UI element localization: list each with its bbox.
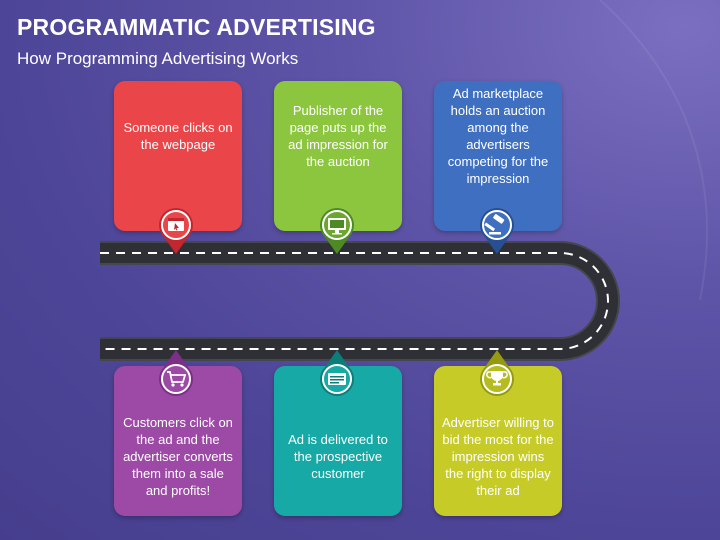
auction-gavel-icon: [477, 204, 517, 256]
shopping-cart-icon: [156, 348, 196, 400]
step-text: Ad marketplace holds an auction among th…: [447, 86, 549, 186]
trophy-icon: [477, 348, 517, 400]
monitor-ad-icon: [317, 204, 357, 256]
page-subtitle: How Programming Advertising Works: [17, 49, 299, 68]
step-card-publisher: Publisher of the page puts up the ad imp…: [274, 81, 402, 231]
step-text: Customers click on the ad and the advert…: [123, 414, 233, 498]
step-text: Publisher of the page puts up the ad imp…: [288, 103, 388, 169]
step-text: Advertiser willing to bid the most for t…: [442, 414, 554, 498]
step-card-auction: Ad marketplace holds an auction among th…: [434, 81, 562, 231]
ad-delivery-icon: [317, 348, 357, 400]
step-card-click-webpage: Someone clicks on the webpage: [114, 81, 242, 231]
step-card-winner: Advertiser willing to bid the most for t…: [434, 366, 562, 516]
clicked-webpage-icon: [156, 204, 196, 256]
step-card-conversion: Customers click on the ad and the advert…: [114, 366, 242, 516]
page-title: PROGRAMMATIC ADVERTISING: [17, 14, 376, 40]
step-text: Ad is delivered to the prospective custo…: [288, 431, 388, 481]
road-center-line: [100, 252, 609, 350]
step-text: Someone clicks on the webpage: [123, 120, 233, 152]
